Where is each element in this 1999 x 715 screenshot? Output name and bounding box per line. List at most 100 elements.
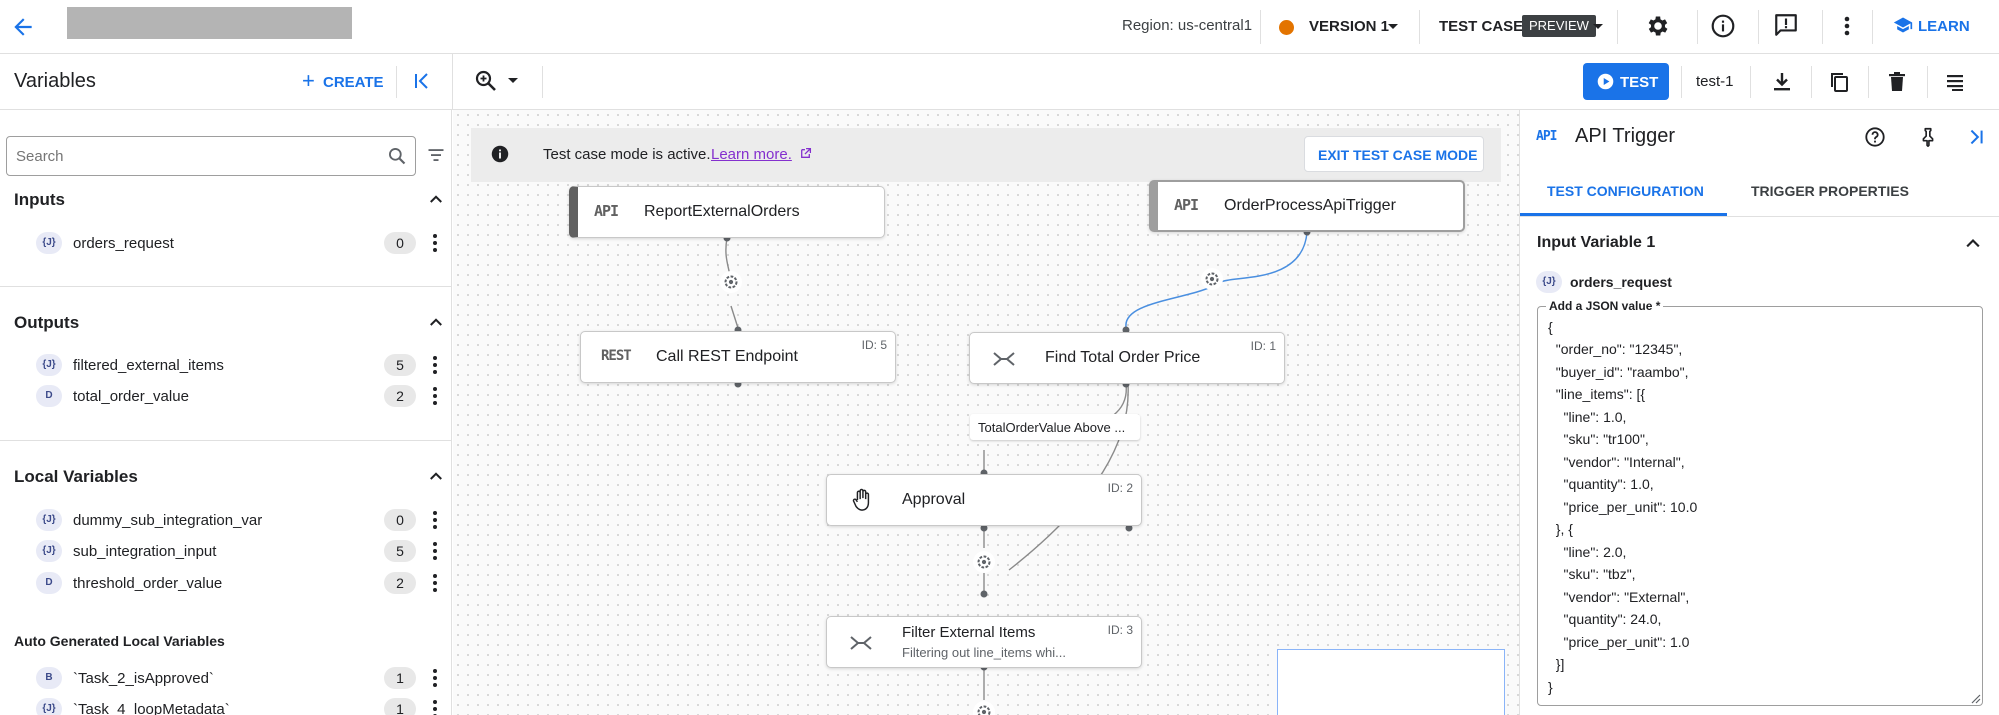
chevron-up-icon[interactable] bbox=[427, 313, 445, 331]
json-line: }] bbox=[1548, 656, 1565, 672]
json-line: "quantity": 1.0, bbox=[1548, 476, 1654, 492]
learn-more-text[interactable]: Learn more. bbox=[711, 146, 792, 163]
variable-row[interactable]: {J} `Task_4_loopMetadata` 1 bbox=[0, 694, 451, 715]
delete-icon[interactable] bbox=[1885, 70, 1909, 94]
zoom-in-icon bbox=[475, 70, 496, 91]
variable-row[interactable]: {J} orders_request 0 bbox=[0, 228, 451, 258]
json-line: { bbox=[1548, 319, 1553, 335]
variable-type-badge: {J} bbox=[36, 540, 62, 562]
variable-count: 2 bbox=[384, 385, 416, 407]
variable-name: `Task_2_isApproved` bbox=[73, 670, 214, 687]
chevron-down-icon bbox=[1593, 24, 1603, 29]
json-line: } bbox=[1548, 679, 1553, 695]
search-icon[interactable] bbox=[387, 146, 407, 166]
variable-count: 1 bbox=[384, 667, 416, 689]
panel-title: API Trigger bbox=[1575, 125, 1676, 147]
more-vert-icon[interactable] bbox=[428, 539, 442, 563]
settings-gear-icon[interactable] bbox=[1645, 13, 1671, 39]
integration-name-placeholder bbox=[67, 7, 352, 39]
edge-condition-text: TotalOrderValue Above ... bbox=[978, 420, 1126, 435]
top-bar: Region: us-central1 VERSION 1 TEST CASE … bbox=[0, 0, 1999, 54]
variable-row[interactable]: {J} filtered_external_items 5 bbox=[0, 350, 451, 380]
variable-row[interactable]: D threshold_order_value 2 bbox=[0, 568, 451, 598]
chevron-up-icon[interactable] bbox=[1963, 233, 1983, 253]
list-view-icon[interactable] bbox=[1943, 70, 1967, 94]
api-icon: API bbox=[594, 202, 619, 220]
tab-test-configuration[interactable]: TEST CONFIGURATION bbox=[1520, 166, 1727, 216]
test-case-selector[interactable]: TEST CASE PREVIEW bbox=[1436, 10, 1606, 44]
test-button[interactable]: TEST bbox=[1583, 63, 1669, 100]
search-field[interactable] bbox=[6, 136, 416, 176]
variable-name: dummy_sub_integration_var bbox=[73, 512, 263, 529]
inputs-section-title: Inputs bbox=[14, 190, 65, 209]
info-icon[interactable] bbox=[1710, 13, 1736, 39]
input-variable-section-title: Input Variable 1 bbox=[1537, 234, 1656, 251]
create-variable-button[interactable]: + CREATE bbox=[300, 68, 384, 96]
version-status-dot bbox=[1279, 20, 1294, 35]
json-line: "buyer_id": "raambo", bbox=[1548, 364, 1689, 380]
api-icon: API bbox=[1536, 129, 1558, 144]
node-id: ID: 1 bbox=[1250, 339, 1276, 353]
learn-link[interactable]: LEARN bbox=[1893, 12, 1983, 40]
variable-count: 5 bbox=[384, 354, 416, 376]
minimap[interactable] bbox=[1277, 649, 1505, 715]
more-vert-icon[interactable] bbox=[428, 508, 442, 532]
toolbar-row: Variables + CREATE TEST test-1 bbox=[0, 54, 1999, 110]
help-icon[interactable] bbox=[1864, 126, 1886, 148]
more-vert-icon[interactable] bbox=[428, 384, 442, 408]
search-input[interactable] bbox=[16, 145, 366, 167]
edge-condition-label[interactable]: TotalOrderValue Above ... bbox=[970, 414, 1140, 440]
version-selector[interactable]: VERSION 1 bbox=[1276, 10, 1402, 44]
more-vert-icon[interactable] bbox=[428, 353, 442, 377]
variable-name: orders_request bbox=[1570, 274, 1672, 290]
textarea-resize-handle[interactable] bbox=[1970, 693, 1981, 704]
tab-label: TRIGGER PROPERTIES bbox=[1751, 183, 1909, 199]
more-vert-icon[interactable] bbox=[1840, 13, 1854, 39]
json-line: "order_no": "12345", bbox=[1548, 341, 1683, 357]
task-node-approval[interactable]: Approval ID: 2 bbox=[826, 474, 1142, 526]
tab-trigger-properties[interactable]: TRIGGER PROPERTIES bbox=[1727, 166, 1927, 216]
variable-name: filtered_external_items bbox=[73, 357, 224, 374]
json-value-field[interactable]: Add a JSON value * { "order_no": "12345"… bbox=[1537, 299, 1983, 706]
test-case-label: TEST CASE bbox=[1439, 18, 1524, 35]
variable-row[interactable]: {J} sub_integration_input 5 bbox=[0, 536, 451, 566]
data-mapping-icon bbox=[850, 636, 872, 650]
more-vert-icon[interactable] bbox=[428, 697, 442, 715]
create-label: CREATE bbox=[323, 74, 384, 91]
edge-settings-icon[interactable] bbox=[973, 551, 995, 573]
variable-row[interactable]: {J} dummy_sub_integration_var 0 bbox=[0, 505, 451, 535]
task-node-call-rest-endpoint[interactable]: REST Call REST Endpoint ID: 5 bbox=[580, 331, 896, 383]
task-node-filter-external-items[interactable]: Filter External Items Filtering out line… bbox=[826, 616, 1142, 668]
filter-sort-icon[interactable] bbox=[426, 145, 446, 165]
json-field-label: Add a JSON value * bbox=[1546, 299, 1664, 313]
zoom-control[interactable] bbox=[474, 67, 522, 95]
task-node-report-external-orders[interactable]: API ReportExternalOrders bbox=[569, 186, 885, 238]
variable-row[interactable]: B `Task_2_isApproved` 1 bbox=[0, 663, 451, 693]
variable-count: 2 bbox=[384, 572, 416, 594]
edge-settings-icon[interactable] bbox=[973, 701, 995, 715]
variable-row[interactable]: D total_order_value 2 bbox=[0, 381, 451, 411]
edge-settings-icon[interactable] bbox=[720, 271, 742, 293]
edge-settings-icon[interactable] bbox=[1201, 268, 1223, 290]
back-arrow-icon[interactable] bbox=[10, 14, 36, 40]
copy-icon[interactable] bbox=[1827, 70, 1851, 94]
more-vert-icon[interactable] bbox=[428, 571, 442, 595]
outputs-section-title: Outputs bbox=[14, 313, 80, 332]
collapse-right-panel-icon[interactable] bbox=[1965, 126, 1987, 148]
download-icon[interactable] bbox=[1770, 70, 1794, 94]
variable-type-badge: {J} bbox=[36, 232, 62, 254]
collapse-panel-icon[interactable] bbox=[410, 69, 434, 93]
chevron-up-icon[interactable] bbox=[427, 190, 445, 208]
more-vert-icon[interactable] bbox=[428, 231, 442, 255]
variable-type-badge: {J} bbox=[36, 354, 62, 376]
feedback-icon[interactable] bbox=[1773, 12, 1799, 38]
task-node-order-process-api-trigger[interactable]: API OrderProcessApiTrigger bbox=[1149, 180, 1465, 232]
integration-canvas[interactable]: Test case mode is active. Learn more. EX… bbox=[453, 110, 1519, 715]
more-vert-icon[interactable] bbox=[428, 666, 442, 690]
exit-test-case-mode-button[interactable]: EXIT TEST CASE MODE bbox=[1304, 136, 1484, 172]
pin-icon[interactable] bbox=[1917, 126, 1939, 148]
task-node-find-total-order-price[interactable]: Find Total Order Price ID: 1 bbox=[969, 332, 1285, 384]
chevron-up-icon[interactable] bbox=[427, 467, 445, 485]
json-line: "line": 1.0, bbox=[1548, 409, 1627, 425]
learn-more-link[interactable]: Learn more. bbox=[711, 146, 812, 163]
